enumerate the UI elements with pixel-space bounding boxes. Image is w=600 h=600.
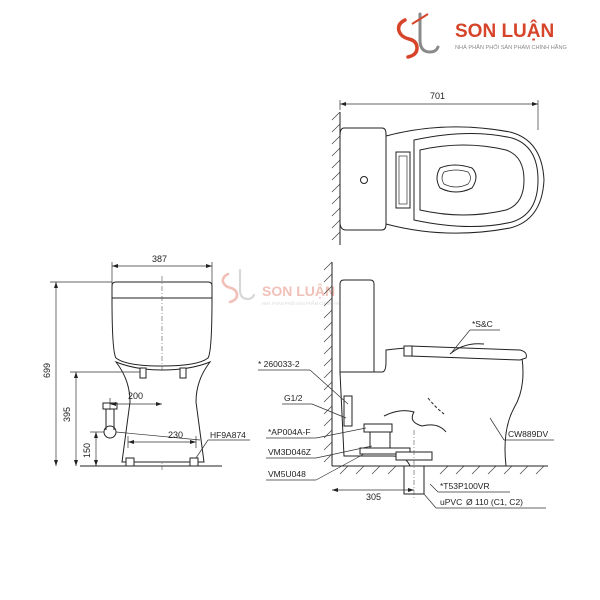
- bolt-right-icon: [179, 367, 187, 379]
- dim-305-label: 305: [366, 492, 381, 502]
- t53p100vr-label: *T53P100VR: [440, 481, 490, 491]
- part-260033-label: * 260033-2: [258, 359, 300, 369]
- front-view: 387 699 395: [42, 254, 250, 470]
- dim-150-label: 150: [82, 443, 92, 458]
- top-view: 701: [331, 91, 545, 245]
- cw889dv-label: CW889DV: [508, 429, 548, 439]
- dim-230-label: 230: [168, 430, 183, 440]
- dim-699-label: 699: [42, 363, 52, 378]
- ap004-label: *AP004A-F: [268, 427, 311, 437]
- thread-g12-label: G1/2: [284, 393, 303, 403]
- dim-387-label: 387: [152, 254, 167, 264]
- brand-logo: SON LUẬN NHÀ PHÂN PHỐI SẢN PHẨM CHÍNH HÃ…: [396, 12, 567, 59]
- watermark-tagline: NHÀ PHÂN PHỐI SẢN PHẨM CHÍNH HÃNG: [262, 301, 346, 306]
- watermark-logo-icon: [221, 268, 256, 304]
- dim-395-label: 395: [62, 407, 72, 422]
- watermark-name: SON LUẬN: [262, 282, 335, 299]
- vm3d046z-label: VM3D046Z: [268, 447, 311, 457]
- vm5u048-label: VM5U048: [268, 469, 306, 479]
- pipe-size-label: Ø 110 (C1, C2): [466, 497, 523, 507]
- flush-button-icon: [360, 176, 368, 184]
- logo-mark-icon: [396, 12, 440, 59]
- seat-sc-label: *S&C: [472, 319, 493, 329]
- side-view: 305 * 260033-2 G1/2 *AP004A-F VM3D046Z V…: [258, 261, 554, 509]
- hf9a874-label: HF9A874: [210, 430, 246, 440]
- brand-tagline: NHÀ PHÂN PHỐI SẢN PHẨM CHÍNH HÃNG: [455, 44, 567, 51]
- bolt-left-icon: [139, 367, 147, 379]
- upvc-label: uPVC: [440, 497, 462, 507]
- dim-200-label: 200: [128, 391, 143, 401]
- brand-name: SON LUẬN: [455, 20, 554, 42]
- dim-701-label: 701: [430, 91, 445, 101]
- watermark: SON LUẬN NHÀ PHÂN PHỐI SẢN PHẨM CHÍNH HÃ…: [221, 268, 346, 306]
